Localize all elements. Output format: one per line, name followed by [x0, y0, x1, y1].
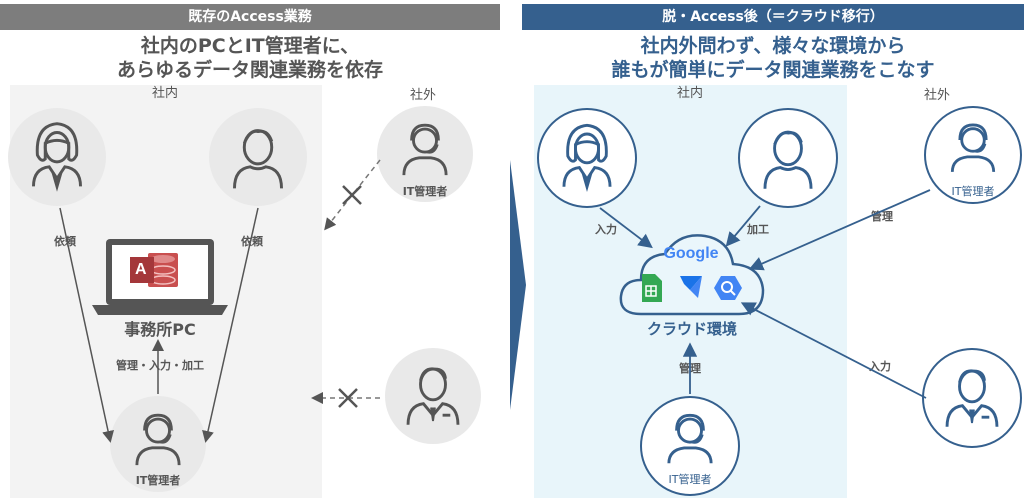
right-lead-line2: 誰もが簡単にデータ関連業務をこなす	[611, 59, 935, 81]
left-employee-male	[209, 108, 307, 206]
right-employee-female	[537, 108, 637, 208]
right-outside-it-admin	[924, 106, 1022, 204]
right-outside-business-person	[922, 348, 1022, 448]
left-employee-female	[8, 108, 106, 206]
access-icon-letter: A	[135, 261, 147, 278]
left-bottom-it-admin	[110, 396, 206, 492]
headset-person-icon	[950, 123, 996, 173]
left-outside-it-admin	[377, 106, 473, 202]
male-person-icon	[763, 130, 813, 189]
left-zone-outside-label: 社外	[409, 88, 436, 103]
office-pc-label: 事務所PC	[124, 320, 196, 339]
left-header: 既存のAccess業務	[0, 4, 500, 30]
right-header-title: 脱・Access後（＝クラウド移行）	[662, 9, 884, 25]
left-zone-inside-label: 社内	[151, 86, 178, 101]
right-lead-line1: 社内外問わず、様々な環境から	[640, 35, 906, 57]
cross-mark-top	[342, 185, 362, 205]
left-request-label-b: 依頼	[232, 233, 272, 249]
female-person-icon	[32, 122, 82, 192]
access-app-icon: A	[126, 251, 182, 289]
right-manage-label-bottom: 管理	[670, 360, 710, 376]
left-outside-it-admin-label: IT管理者	[402, 185, 448, 198]
headset-person-icon	[667, 413, 713, 464]
left-lead-line1: 社内のPCとIT管理者に、	[140, 35, 360, 57]
businessman-icon	[406, 367, 460, 425]
bigquery-icon	[714, 274, 742, 302]
female-person-icon	[562, 123, 612, 193]
right-outside-it-admin-label: IT管理者	[951, 185, 995, 198]
male-person-icon	[233, 129, 283, 189]
right-manage-label-top: 管理	[862, 208, 902, 224]
left-bottom-it-admin-label: IT管理者	[135, 474, 181, 487]
admin-ops-label: 管理・入力・加工	[116, 359, 204, 372]
appsheet-icon	[676, 272, 706, 302]
right-input-label-left: 入力	[595, 223, 617, 236]
businessman-icon	[945, 369, 999, 427]
left-outside-business-person	[385, 348, 481, 444]
right-input-label-right: 入力	[860, 358, 900, 374]
headset-person-icon	[135, 413, 181, 466]
right-lead: 社内外問わず、様々な環境から 誰もが簡単にデータ関連業務をこなす	[522, 34, 1024, 82]
right-bottom-it-admin-label: IT管理者	[668, 473, 712, 486]
right-zone-inside-label: 社内	[676, 86, 703, 101]
divider-chevron	[506, 160, 530, 410]
cloud-environment-label: クラウド環境	[646, 320, 737, 338]
left-request-label-a: 依頼	[45, 233, 85, 249]
right-zone-outside-label: 社外	[923, 88, 950, 103]
cross-mark-bottom	[338, 388, 358, 408]
right-process-label: 加工	[747, 223, 769, 236]
sheets-icon	[640, 274, 662, 302]
headset-person-icon	[402, 123, 448, 176]
right-header: 脱・Access後（＝クラウド移行）	[522, 4, 1024, 30]
right-employee-male	[738, 108, 838, 208]
left-blocked-arrow-top	[324, 159, 381, 231]
google-wordmark: Google	[656, 245, 726, 263]
left-lead-line2: あらゆるデータ関連業務を依存	[116, 59, 383, 81]
left-lead: 社内のPCとIT管理者に、 あらゆるデータ関連業務を依存	[0, 34, 500, 82]
left-header-title: 既存のAccess業務	[188, 9, 312, 25]
right-bottom-it-admin	[640, 396, 740, 496]
google-wordmark-text: Google	[663, 245, 719, 262]
